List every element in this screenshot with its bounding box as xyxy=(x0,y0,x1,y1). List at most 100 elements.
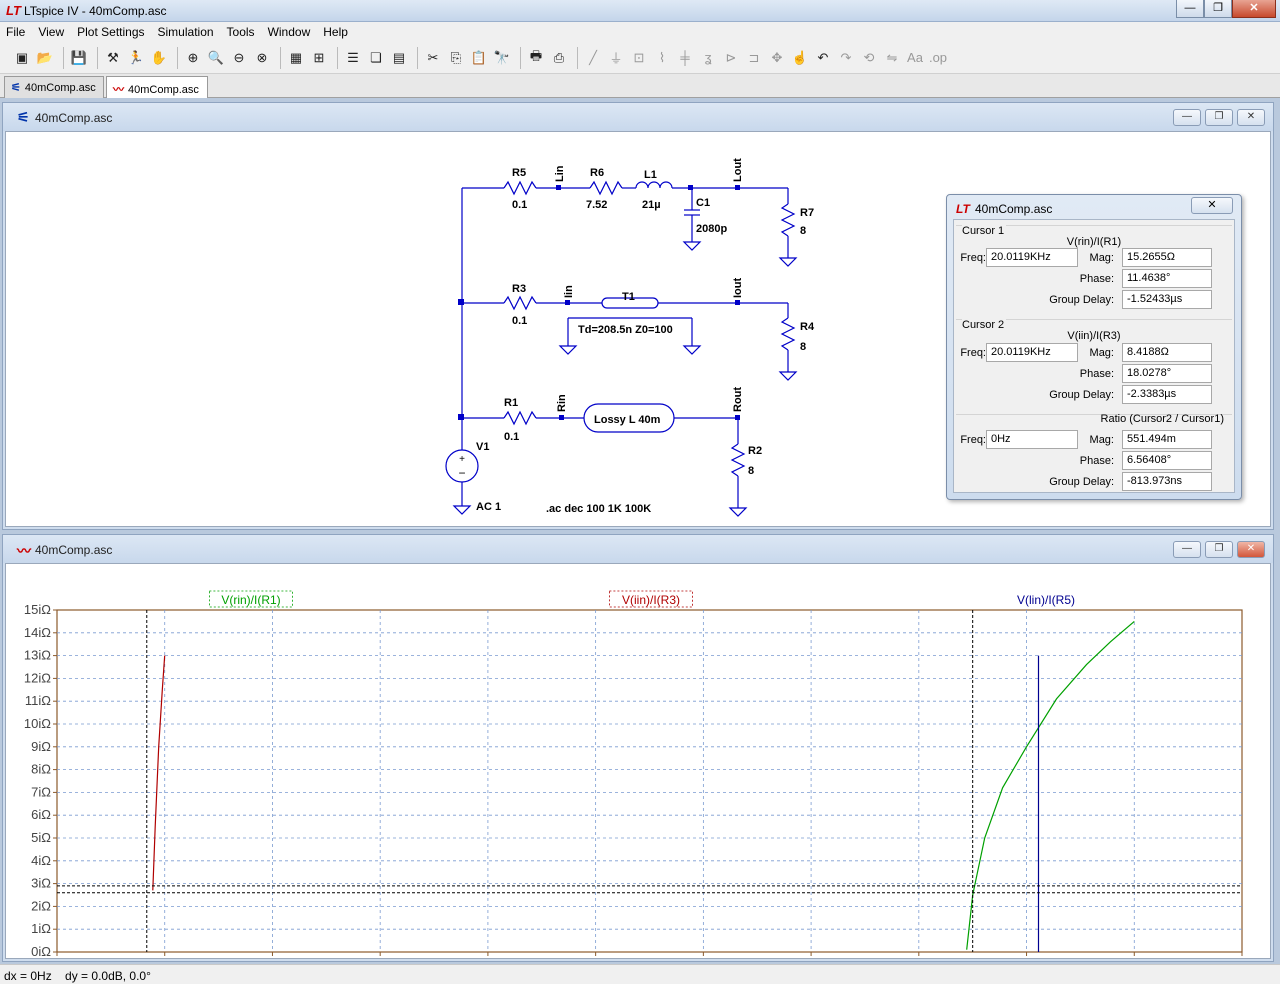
inductor-icon[interactable]: ʓ xyxy=(704,50,712,65)
copy-icon[interactable]: ⎘ xyxy=(450,49,462,65)
menu-file[interactable]: File xyxy=(6,25,26,39)
redo-icon[interactable]: ↷ xyxy=(840,49,852,65)
find-icon[interactable]: 🔭 xyxy=(493,49,511,65)
x-tick-label: 10.8Ω xyxy=(470,958,505,960)
ratio-phase-field[interactable]: 6.56408° xyxy=(1122,451,1212,470)
menu-bar: File View Plot Settings Simulation Tools… xyxy=(0,22,1280,42)
plot-close-button[interactable]: ✕ xyxy=(1237,541,1265,558)
waveform-icon: 〰 xyxy=(17,543,31,559)
y-tick-label: 11iΩ xyxy=(25,693,51,708)
minimize-button[interactable]: — xyxy=(1176,0,1204,18)
plot-window-title: 40mComp.asc xyxy=(35,543,113,557)
r1-label: R1 xyxy=(504,397,518,409)
cursor2-group-delay-field[interactable]: -2.3383µs xyxy=(1122,385,1212,404)
plot-settings-icon[interactable]: ⊞ xyxy=(313,49,325,65)
schematic-close-button[interactable]: ✕ xyxy=(1237,109,1265,126)
cursor-dialog-title: 40mComp.asc xyxy=(975,202,1053,216)
menu-help[interactable]: Help xyxy=(323,25,348,39)
cursor1-freq-label: Freq: xyxy=(960,252,986,264)
cursor-dialog-close-button[interactable]: ✕ xyxy=(1191,197,1233,214)
cursor1-group: Cursor 1 V(rin)/I(R1) xyxy=(956,225,1232,315)
close-button[interactable]: ✕ xyxy=(1232,0,1276,18)
run-icon[interactable]: 🏃 xyxy=(127,49,145,65)
window-title: LTspice IV - 40mComp.asc xyxy=(24,4,167,18)
cursor1-mag-field[interactable]: 15.2655Ω xyxy=(1122,248,1212,267)
cursor2-phase-field[interactable]: 18.0278° xyxy=(1122,364,1212,383)
paste-icon[interactable]: 📋 xyxy=(470,49,488,65)
menu-simulation[interactable]: Simulation xyxy=(157,25,214,39)
diode-icon[interactable]: ⊳ xyxy=(725,49,737,65)
zoom-fit-icon[interactable]: ⊗ xyxy=(256,49,268,65)
y-tick-label: 1iΩ xyxy=(31,921,51,936)
menu-window[interactable]: Window xyxy=(267,25,311,39)
zoom-in-icon[interactable]: ⊕ xyxy=(187,49,199,65)
cursor1-phase-label: Phase: xyxy=(1079,273,1114,285)
plot-maximize-button[interactable]: ❐ xyxy=(1205,541,1233,558)
spice-directive-icon[interactable]: .op xyxy=(928,50,948,65)
mirror-icon[interactable]: ⇋ xyxy=(886,49,898,65)
tile-horizontal-icon[interactable]: ☰ xyxy=(347,49,359,65)
autorange-icon[interactable]: ▦ xyxy=(289,49,303,65)
rotate-icon[interactable]: ⟲ xyxy=(863,49,875,65)
x-tick-label: 8.1Ω xyxy=(151,958,179,960)
print-setup-icon[interactable]: 🖶 xyxy=(529,47,543,63)
t1-value: Td=208.5n Z0=100 xyxy=(578,324,673,336)
cursor1-phase-field[interactable]: 11.4638° xyxy=(1122,269,1212,288)
cursor2-mag-field[interactable]: 8.4188Ω xyxy=(1122,343,1212,362)
text-icon[interactable]: Aa xyxy=(907,50,923,65)
capacitor-icon[interactable]: ╪ xyxy=(680,50,690,65)
cascade-icon[interactable]: ❏ xyxy=(370,49,382,65)
halt-icon[interactable]: ✋ xyxy=(150,49,168,65)
legend-vrinir1: V(rin)/I(R1) xyxy=(221,593,280,607)
drag-icon[interactable]: ☝ xyxy=(791,49,809,65)
menu-tools[interactable]: Tools xyxy=(226,25,255,39)
schematic-maximize-button[interactable]: ❐ xyxy=(1205,109,1233,126)
control-panel-icon[interactable]: ⚒ xyxy=(107,49,119,65)
legend-viinir3: V(iin)/I(R3) xyxy=(622,593,680,607)
open-folder-icon[interactable]: 📂 xyxy=(36,49,54,65)
net-lout: Lout xyxy=(732,158,744,182)
cursor1-group-delay-field[interactable]: -1.52433µs xyxy=(1122,290,1212,309)
move-icon[interactable]: ✥ xyxy=(771,49,783,65)
menu-view[interactable]: View xyxy=(38,25,65,39)
ratio-mag-field[interactable]: 551.494m xyxy=(1122,430,1212,449)
save-icon[interactable]: 💾 xyxy=(70,49,88,65)
cut-icon[interactable]: ✂ xyxy=(427,49,439,65)
undo-icon[interactable]: ↶ xyxy=(817,49,829,65)
y-tick-label: 10iΩ xyxy=(24,716,51,731)
ratio-group-delay-field[interactable]: -813.973ns xyxy=(1122,472,1212,491)
y-tick-label: 8iΩ xyxy=(31,762,51,777)
cursor1-freq-field[interactable]: 20.0119KHz xyxy=(986,248,1078,267)
tab-schematic[interactable]: ⚟40mComp.asc xyxy=(4,76,104,98)
pan-icon[interactable]: 🔍 xyxy=(207,49,225,65)
cursor2-freq-field[interactable]: 20.0119KHz xyxy=(986,343,1078,362)
ratio-mag-label: Mag: xyxy=(1089,434,1114,446)
r7-value: 8 xyxy=(800,225,806,237)
tile-vertical-icon[interactable]: ▤ xyxy=(392,49,406,65)
tab-waveform[interactable]: 〰40mComp.asc xyxy=(106,76,208,98)
label-net-icon[interactable]: ⊡ xyxy=(633,49,645,65)
legend-box xyxy=(208,590,293,608)
cursor1-mag-label: Mag: xyxy=(1089,252,1114,264)
plot-minimize-button[interactable]: — xyxy=(1173,541,1201,558)
net-iout: Iout xyxy=(732,278,744,298)
new-schematic-icon[interactable]: ▣ xyxy=(15,49,29,65)
plot-canvas[interactable]: 7.2Ω8.1Ω9.0Ω9.9Ω10.8Ω11.7Ω12.6Ω13.5Ω14.4… xyxy=(5,563,1272,960)
zoom-out-icon[interactable]: ⊖ xyxy=(233,49,245,65)
ratio-freq-field[interactable]: 0Hz xyxy=(986,430,1078,449)
l1-value: 21µ xyxy=(642,199,661,211)
print-icon[interactable]: ⎙ xyxy=(553,49,565,65)
cursor-dialog: LT 40mComp.asc ✕ Cursor 1 V(rin)/I(R1) F… xyxy=(946,194,1242,500)
r6-value: 7.52 xyxy=(586,199,607,211)
tab-label: 40mComp.asc xyxy=(128,84,199,96)
schematic-icon: ⚟ xyxy=(11,82,21,94)
x-tick-label: 12.6Ω xyxy=(686,958,721,960)
schematic-minimize-button[interactable]: — xyxy=(1173,109,1201,126)
waveform-plot[interactable]: 7.2Ω8.1Ω9.0Ω9.9Ω10.8Ω11.7Ω12.6Ω13.5Ω14.4… xyxy=(6,564,1272,960)
resistor-icon[interactable]: ⌇ xyxy=(658,49,666,65)
ground-icon[interactable]: ⏚ xyxy=(609,51,623,66)
menu-plot-settings[interactable]: Plot Settings xyxy=(77,25,145,39)
wire-icon[interactable]: ╱ xyxy=(589,49,597,65)
component-icon[interactable]: ⊐ xyxy=(748,49,760,65)
maximize-button[interactable]: ❐ xyxy=(1204,0,1232,18)
